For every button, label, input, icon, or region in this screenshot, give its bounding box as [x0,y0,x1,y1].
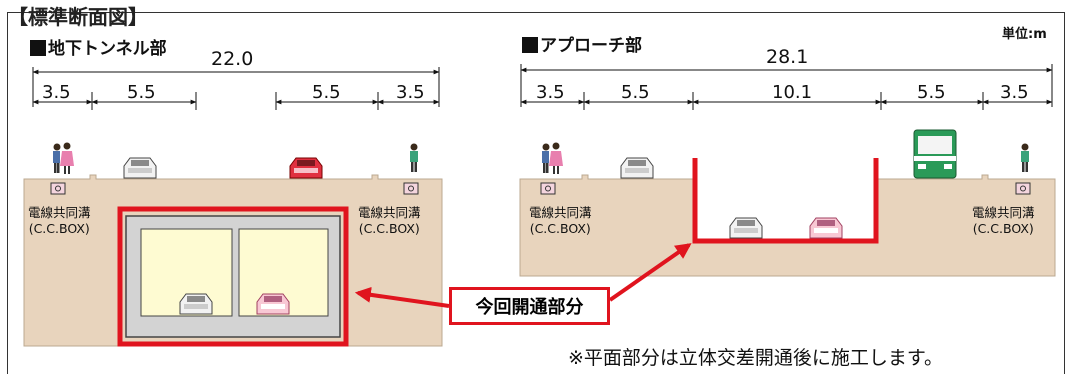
car-icon [179,293,213,315]
car-icon [729,217,763,239]
approach-dim-sidewalk-right: 3.5 [1000,82,1029,103]
tunnel-highlight-frame [117,206,349,347]
approach-dim-sidewalk-left: 3.5 [536,82,565,103]
cable-box-icon [403,182,419,195]
construction-note: ※平面部分は立体交差開通後に施工します。 [568,347,944,369]
tunnel-dim-sidewalk-right: 3.5 [396,82,425,103]
cable-box-icon [1015,182,1031,195]
tunnel-dim-sidewalk-left: 3.5 [42,82,71,103]
approach-cable-box-right-label: 電線共同溝(C.C.BOX) [972,205,1035,236]
approach-dimension-lines [520,64,1053,110]
bus-icon [913,129,957,179]
cable-box-icon [540,182,556,195]
callout-arrows [354,243,692,308]
approach-total-width: 28.1 [766,46,809,68]
car-icon [123,157,157,179]
unit-label: 単位:m [1002,27,1047,42]
tunnel-dim-lane-left: 5.5 [127,82,156,103]
pedestrian-icon [1021,143,1029,172]
tunnel-dim-lane-right: 5.5 [312,82,341,103]
pedestrians-icon [53,142,74,174]
approach-dim-center: 10.1 [772,82,813,103]
approach-highlight-channel [692,158,879,244]
approach-dim-lane-left: 5.5 [621,82,650,103]
tunnel-section-title: 地下トンネル部 [30,40,167,58]
approach-cable-box-left-label: 電線共同溝(C.C.BOX) [529,205,592,236]
square-bullet-icon [30,40,46,56]
tunnel-cable-box-left-label: 電線共同溝(C.C.BOX) [28,205,91,236]
approach-dim-lane-right: 5.5 [917,82,946,103]
tunnel-total-width: 22.0 [211,48,254,70]
figure-title: 【標準断面図】 [8,5,148,29]
callout-label: 今回開通部分 [449,287,610,325]
tunnel-cable-box-right-label: 電線共同溝(C.C.BOX) [358,205,421,236]
square-bullet-icon [522,37,538,53]
pedestrian-icon [410,143,418,172]
car-icon [809,217,843,239]
car-icon [256,293,290,315]
approach-section-title: アプローチ部 [522,37,642,55]
car-icon [289,157,323,179]
pedestrians-icon [542,142,563,174]
car-icon [620,157,654,179]
cable-box-icon [50,182,66,195]
tunnel-dimension-lines [32,67,440,110]
drawing-frame: 【標準断面図】 [7,5,1065,374]
